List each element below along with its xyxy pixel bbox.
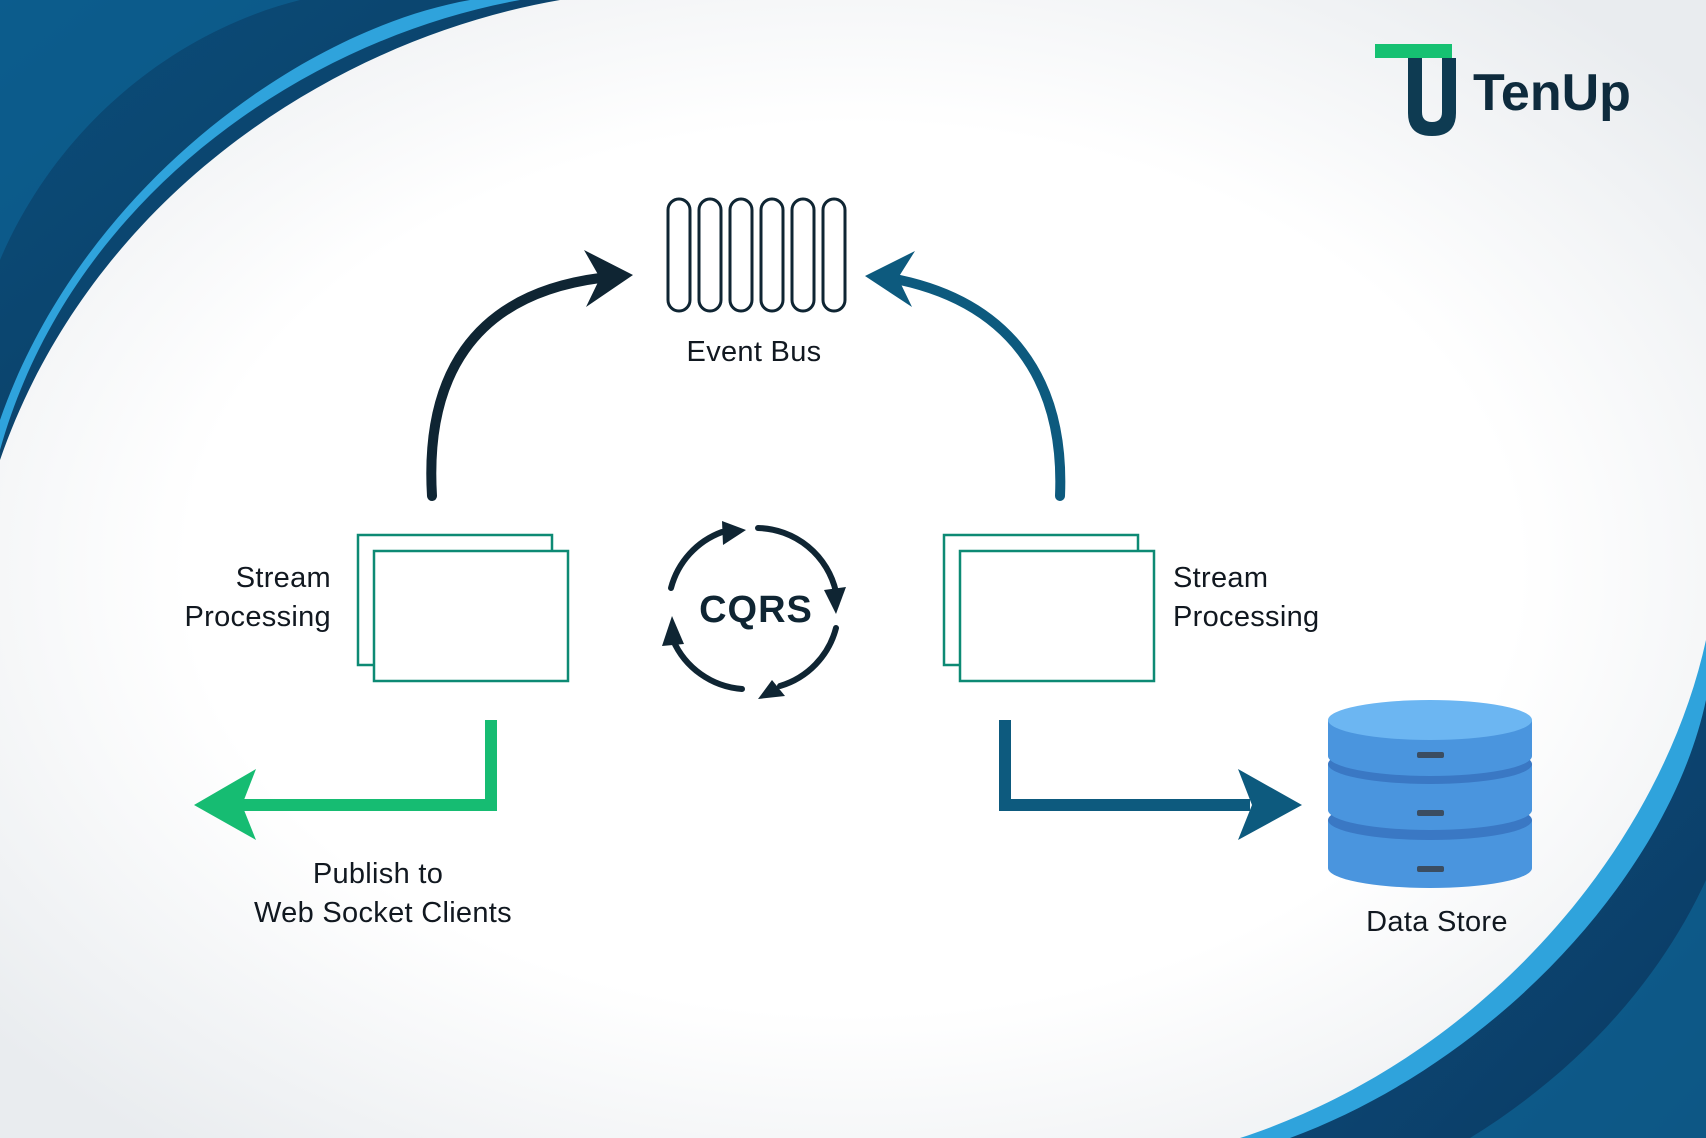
tenup-logo-icon bbox=[1375, 44, 1456, 136]
stacked-windows-icon-left bbox=[356, 533, 570, 683]
event-bus-queue-icon bbox=[666, 197, 847, 313]
stream-right-line1: Stream bbox=[1173, 562, 1268, 594]
corner-band-top-left bbox=[0, 0, 560, 460]
cqrs-label: CQRS bbox=[699, 589, 813, 631]
data-store-label: Data Store bbox=[1366, 906, 1508, 938]
publish-line1: Publish to bbox=[313, 858, 443, 890]
corner-band-bottom-right bbox=[1260, 660, 1706, 1138]
arrow-left-to-event-bus bbox=[426, 250, 633, 501]
cycle-arrows-icon bbox=[668, 525, 839, 692]
stream-right-line2: Processing bbox=[1173, 601, 1319, 633]
cycle-arrowheads bbox=[662, 521, 846, 699]
database-icon bbox=[1328, 700, 1532, 888]
publish-line2: Web Socket Clients bbox=[254, 897, 512, 929]
brand-name: TenUp bbox=[1473, 64, 1631, 122]
arrow-to-data-store bbox=[999, 720, 1302, 840]
arrow-to-websocket-clients bbox=[194, 720, 497, 840]
event-bus-label: Event Bus bbox=[687, 336, 822, 368]
stacked-windows-icon-right bbox=[942, 533, 1156, 683]
stream-left-line2: Processing bbox=[185, 601, 331, 633]
arrow-right-to-event-bus bbox=[865, 251, 1066, 501]
stream-left-line1: Stream bbox=[236, 562, 331, 594]
